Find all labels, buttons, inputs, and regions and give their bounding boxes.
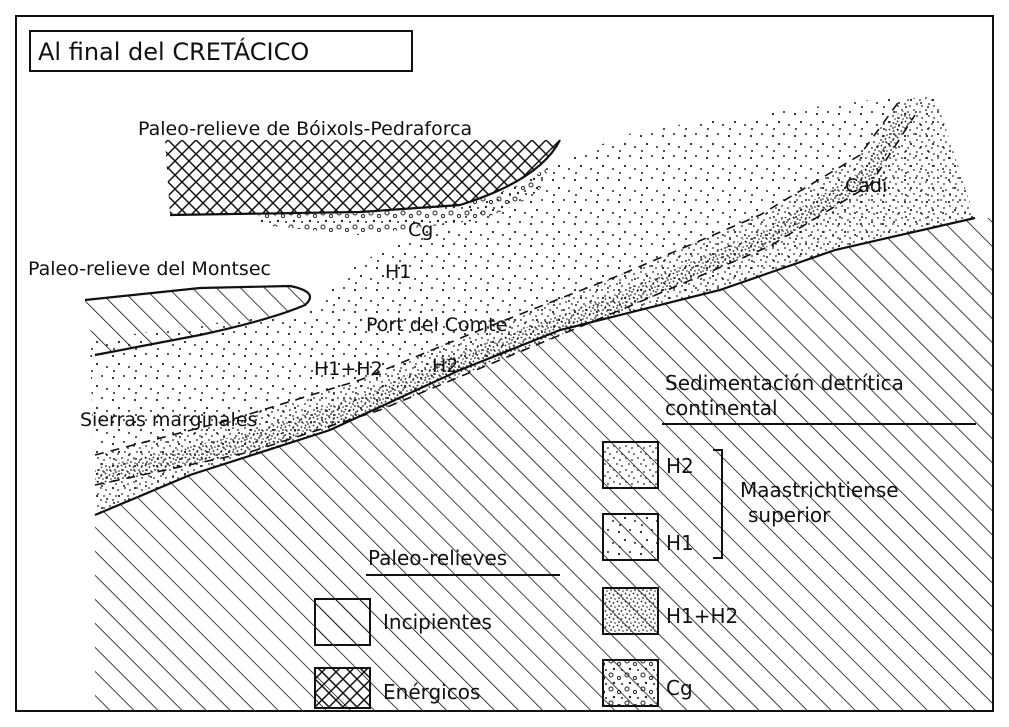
title-box <box>29 30 413 72</box>
dashed-boundary-middle <box>94 114 916 486</box>
swatch-h1-h2 <box>602 587 659 635</box>
legend-item-h2: H2 <box>666 454 694 478</box>
swatch-incipientes <box>314 598 371 646</box>
label-h1-h2: H1+H2 <box>314 358 383 380</box>
legend-item-incipientes: Incipientes <box>383 610 492 634</box>
swatch-cg <box>602 659 659 707</box>
swatch-h1 <box>602 513 659 561</box>
montsec-relief <box>85 286 310 355</box>
dashed-boundary-upper <box>94 99 901 456</box>
substrate-top-line <box>94 216 976 517</box>
boixols-outline <box>169 139 561 217</box>
legend-paleo-heading: Paleo-relieves <box>368 546 507 570</box>
cg-conglomerate-area <box>255 168 548 235</box>
legend-bracket-line2: superior <box>748 503 831 527</box>
label-port-del-comte: Port del Comte <box>366 314 507 336</box>
label-boixols: Paleo-relieve de Bóixols-Pedraforca <box>138 118 472 140</box>
label-h2: H2 <box>432 355 458 377</box>
legend-sed-heading-line2: continental <box>665 396 778 420</box>
diagram-title: Al final del CRETÁCICO <box>38 37 309 66</box>
legend-item-h1: H1 <box>666 531 694 555</box>
boixols-relief <box>165 140 560 215</box>
legend-item-cg: Cg <box>666 676 693 700</box>
legend-bracket-line1: Maastrichtiense <box>740 478 899 502</box>
label-h1: H1 <box>385 261 411 283</box>
swatch-h2 <box>602 441 659 489</box>
label-montsec: Paleo-relieve del Montsec <box>28 258 271 280</box>
substrate-incipient-relief <box>95 218 993 711</box>
maastrichtian-bracket <box>713 449 723 559</box>
legend-item-energicos: Enérgicos <box>383 680 480 704</box>
montsec-outline <box>84 284 312 357</box>
legend-sed-heading-line1: Sedimentación detrítica <box>665 371 904 395</box>
label-cg: Cg <box>408 219 433 241</box>
label-sierras-marginales: Sierras marginales <box>80 409 257 431</box>
legend-item-h1-h2: H1+H2 <box>666 604 738 628</box>
label-cadi: Cadí <box>845 175 888 197</box>
swatch-energicos <box>314 667 371 709</box>
